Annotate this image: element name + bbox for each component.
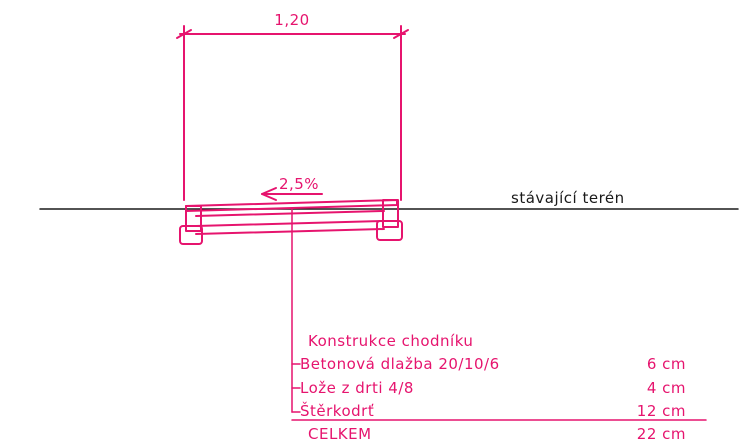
gravel-layer-bottom (195, 220, 385, 227)
total-thickness: 22 cm (637, 425, 686, 443)
slope-label: 2,5% (279, 175, 319, 193)
layer-2-thickness: 4 cm (647, 379, 686, 397)
layer-3-thickness: 12 cm (637, 402, 686, 420)
edge-curb-left (185, 205, 202, 232)
slope-arrow-head (261, 187, 277, 201)
terrain-label: stávající terén (511, 189, 625, 207)
dimension-width-label: 1,20 (274, 11, 309, 29)
dimension-tick-left (176, 29, 192, 39)
edge-curb-right-foundation (376, 220, 403, 241)
layer-1-name: Betonová dlažba 20/10/6 (300, 355, 500, 373)
sidewalk-section (179, 199, 403, 245)
base-layer-bottom (195, 228, 385, 235)
legend-title: Konstrukce chodníku (308, 332, 473, 350)
slope-arrow (261, 187, 323, 201)
layer-leaders (291, 207, 707, 421)
width-dimension (176, 25, 409, 201)
layer-3-name: Štěrkodrť (300, 401, 374, 420)
dimension-tick-right (393, 29, 409, 39)
layer-2-name: Lože z drti 4/8 (300, 379, 414, 397)
layer-1-thickness: 6 cm (647, 355, 686, 373)
bedding-layer-line (195, 210, 385, 217)
edge-curb-left-foundation (179, 225, 203, 245)
total-label: CELKEM (308, 425, 372, 443)
edge-curb-right (382, 199, 399, 228)
